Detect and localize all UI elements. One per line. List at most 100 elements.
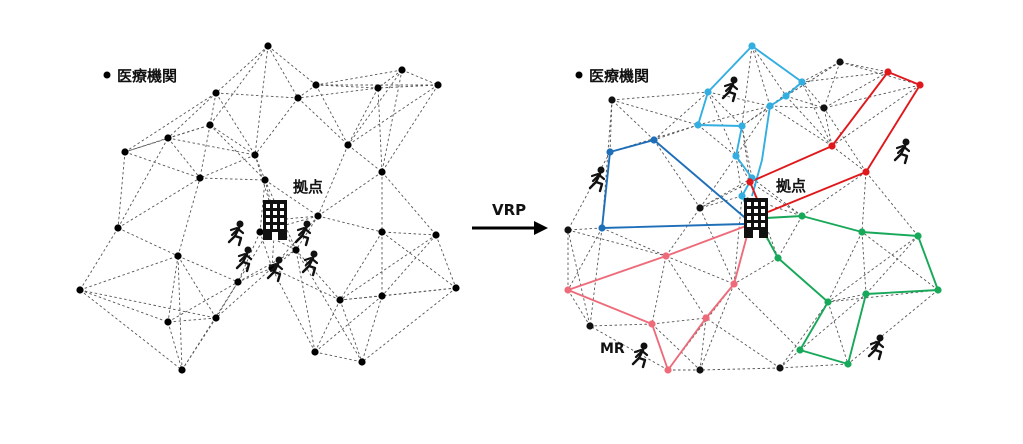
- mesh-edge: [435, 234, 457, 289]
- left-legend: 医療機関: [103, 67, 177, 85]
- mesh-edge: [823, 71, 889, 109]
- medical-facility-node: [292, 246, 300, 254]
- mesh-edge: [347, 84, 439, 146]
- mesh-edge: [209, 124, 256, 156]
- mesh-edge: [295, 215, 319, 251]
- mesh-edge: [735, 155, 743, 197]
- mesh-edge: [381, 231, 437, 236]
- medical-facility-node: [730, 280, 738, 288]
- mesh-edge: [377, 84, 439, 89]
- medical-facility-node: [398, 66, 406, 74]
- mesh-edge: [117, 177, 201, 229]
- mesh-edge: [167, 321, 183, 371]
- mesh-edge: [651, 317, 707, 325]
- mesh-edge: [167, 137, 201, 179]
- mesh-edge: [381, 234, 437, 297]
- medical-facility-node: [164, 318, 172, 326]
- mesh-edge: [699, 195, 743, 209]
- mesh-edge: [79, 289, 169, 323]
- mesh-edge: [167, 317, 217, 323]
- medical-facility-node: [702, 314, 710, 322]
- mesh-edge: [779, 301, 829, 369]
- mesh-edge: [124, 151, 201, 179]
- medical-facility-node: [212, 314, 220, 322]
- mesh-edge: [827, 301, 849, 365]
- mesh-edge: [741, 105, 771, 127]
- medical-facility-node: [824, 298, 832, 306]
- mesh-edge: [751, 45, 771, 107]
- medical-facility-node: [774, 254, 782, 262]
- medical-facility-node: [174, 252, 182, 260]
- medical-facility-node: [311, 348, 319, 356]
- mesh-edge: [609, 99, 613, 153]
- mesh-edge: [823, 107, 833, 147]
- medical-facility-node: [261, 176, 269, 184]
- mesh-edge: [215, 92, 256, 156]
- right-nodes: [564, 42, 942, 374]
- mesh-edge: [567, 229, 667, 257]
- medical-facility-node: [704, 88, 712, 96]
- mesh-edge: [339, 234, 437, 301]
- mesh-edge: [741, 95, 787, 127]
- medical-facility-node: [776, 364, 784, 372]
- mesh-edge: [271, 267, 341, 301]
- medical-facility-node: [696, 366, 704, 374]
- mesh-edge: [295, 249, 341, 301]
- mesh-edge: [567, 227, 603, 231]
- mesh-edge: [79, 255, 179, 291]
- mesh-edge: [199, 154, 256, 179]
- mesh-edge: [653, 139, 701, 209]
- medical-facility-node: [738, 192, 746, 200]
- mesh-edge: [707, 91, 771, 107]
- medical-facility-node: [434, 81, 442, 89]
- mesh-edge: [801, 61, 841, 83]
- depot-label: 拠点: [776, 177, 806, 195]
- depot-label: 拠点: [293, 178, 323, 196]
- mesh-edge: [697, 124, 737, 157]
- medical-facility-node: [914, 232, 922, 240]
- medical-facility-node: [650, 136, 658, 144]
- mesh-edge: [865, 171, 919, 237]
- arrow-head: [534, 221, 548, 235]
- runner-icon: [235, 245, 253, 273]
- medical-facility-node: [858, 228, 866, 236]
- mesh-edge: [297, 84, 317, 99]
- mesh-edge: [297, 87, 379, 99]
- mesh-edge: [665, 255, 735, 285]
- mesh-edge: [707, 91, 737, 157]
- mesh-edge: [314, 299, 341, 353]
- mesh-edge: [347, 87, 379, 146]
- medical-facility-node: [374, 84, 382, 92]
- mesh-edge: [699, 317, 707, 371]
- mesh-edge: [381, 84, 439, 173]
- medical-facility-node: [564, 226, 572, 234]
- medical-facility-node: [884, 68, 892, 76]
- mesh-edge: [339, 295, 383, 301]
- mesh-edge: [295, 249, 316, 353]
- medical-facility-node: [312, 81, 320, 89]
- legend-dot: [575, 71, 583, 79]
- mesh-edge: [861, 231, 867, 295]
- runner-icon: [893, 137, 911, 165]
- mesh-edge: [801, 81, 825, 109]
- mesh-edge: [295, 249, 363, 363]
- medical-facility-node: [378, 292, 386, 300]
- right-depot: 拠点: [744, 177, 806, 238]
- mesh-edge: [254, 97, 299, 156]
- mesh-edge: [264, 179, 319, 217]
- medical-facility-node: [76, 286, 84, 294]
- mesh-edge: [117, 137, 169, 229]
- depot-building-icon: [263, 200, 287, 240]
- left-nodes: [76, 42, 460, 374]
- runner-icon: [588, 165, 606, 193]
- mesh-edge: [167, 255, 179, 323]
- mesh-edge: [769, 61, 841, 107]
- mesh-edge: [79, 289, 217, 319]
- mesh-edge: [601, 227, 667, 257]
- medical-facility-node: [432, 231, 440, 239]
- mesh-edge: [215, 45, 269, 94]
- right-legend: 医療機関: [575, 67, 649, 85]
- mesh-edge: [699, 155, 737, 209]
- mesh-edge: [361, 295, 383, 363]
